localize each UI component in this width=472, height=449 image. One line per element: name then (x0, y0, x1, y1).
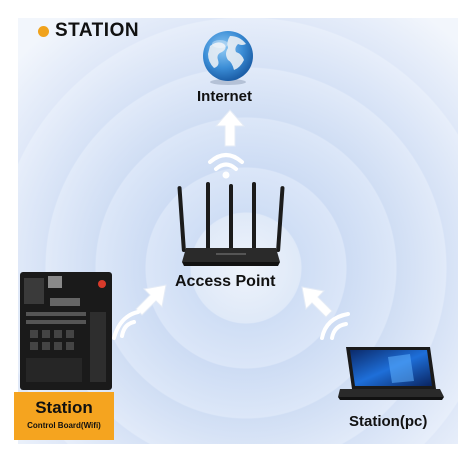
wifi-signal-pc-icon (320, 312, 350, 340)
page-title: STATION (55, 20, 140, 41)
bullet-dot (38, 25, 49, 37)
station-board-box: Station Control Board(Wifi) (14, 392, 114, 440)
station-board-subtitle: Control Board(Wifi) (27, 421, 101, 430)
arrow-up-icon (214, 109, 246, 147)
wifi-signal-icon (208, 153, 244, 179)
station-pc-label: Station(pc) (349, 413, 428, 430)
control-board-icon (20, 272, 112, 390)
internet-label: Internet (197, 88, 253, 105)
station-board-title: Station (35, 398, 93, 417)
arrow-pc-to-ap-icon (301, 286, 333, 318)
wifi-signal-board-icon (112, 310, 140, 340)
router-icon (177, 182, 285, 266)
header: STATION (38, 20, 139, 42)
laptop-icon (338, 347, 444, 400)
globe-icon (203, 31, 253, 85)
access-point-label: Access Point (175, 273, 276, 290)
